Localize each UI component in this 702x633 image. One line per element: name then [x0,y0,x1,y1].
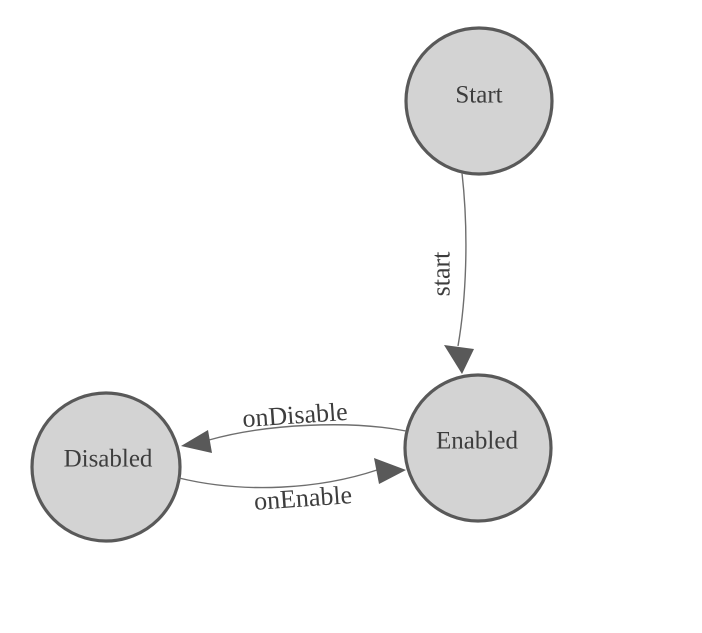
transition-onenable-label: onEnable [253,480,353,516]
transition-start-label: start [427,251,456,297]
transition-start: start [427,172,474,374]
state-label-enabled: Enabled [436,428,518,455]
transition-start-edge [457,172,467,347]
state-circle-disabled [30,391,182,543]
transition-onenable-edge [178,469,378,489]
transition-ondisable: onDisable [181,397,407,453]
transition-onenable: onEnable [178,458,406,516]
state-circle-start [404,26,554,176]
state-circle-enabled [403,373,553,523]
state-label-start: Start [455,82,502,109]
transition-start-arrowhead [444,345,474,374]
state-label-disabled: Disabled [64,446,153,473]
transition-onenable-arrowhead [374,458,406,484]
transition-ondisable-edge [208,424,407,441]
state-node-start: Start [404,26,554,176]
transition-ondisable-arrowhead [181,430,212,453]
state-node-disabled: Disabled [30,391,182,543]
transition-ondisable-label: onDisable [241,397,348,433]
state-node-enabled: Enabled [403,373,553,523]
